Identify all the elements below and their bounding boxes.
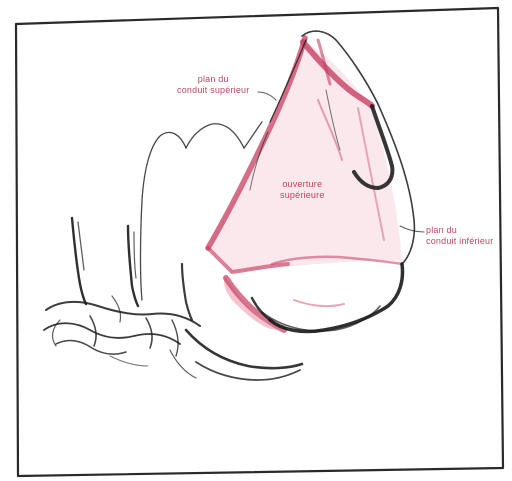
label-center-opening: ouverture supérieure <box>280 179 325 201</box>
label-center-opening-line-2: supérieure <box>280 190 325 201</box>
label-upper-plane: plan du conduit supérieur <box>177 74 249 96</box>
label-lower-plane-line-2: conduit inférieur <box>426 236 493 247</box>
label-lower-plane: plan du conduit inférieur <box>426 225 493 247</box>
label-upper-plane-line-1: plan du <box>177 74 249 85</box>
label-center-opening-line-1: ouverture <box>280 179 325 190</box>
label-lower-plane-line-1: plan du <box>426 225 493 236</box>
label-upper-plane-line-2: conduit supérieur <box>177 85 249 96</box>
